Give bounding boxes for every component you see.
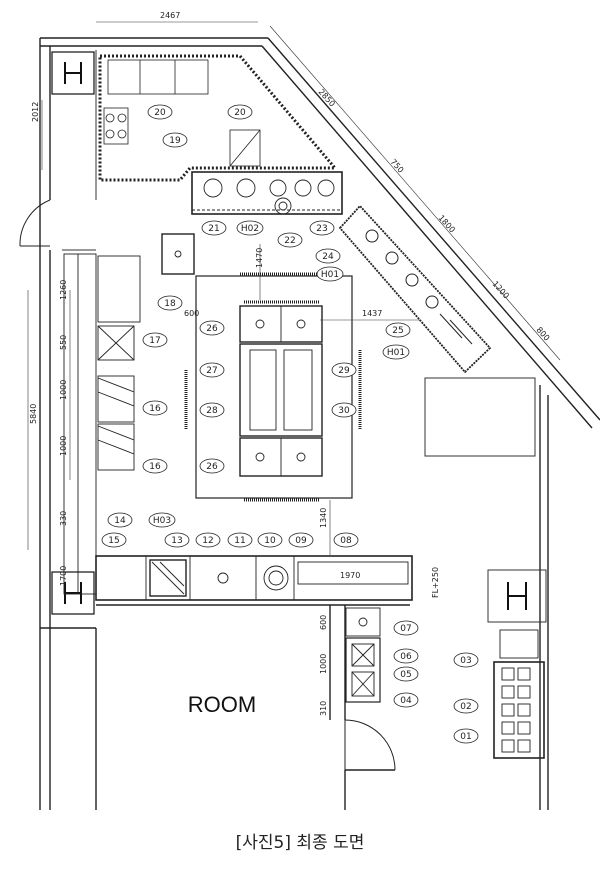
dim-left-c: 550: [59, 335, 68, 350]
label-15: 15: [108, 536, 119, 546]
callout-labels: 01 02 03 04 05 06 07 08 09 10 11 12 13 1…: [108, 108, 471, 742]
hood-area: [98, 54, 339, 182]
label-17: 17: [149, 336, 160, 346]
dim-counter: 1970: [340, 571, 360, 580]
label-28: 28: [206, 406, 218, 416]
diagonal-counter: [338, 204, 492, 374]
dim-diag-b: 1800: [437, 213, 457, 234]
label-13: 13: [171, 536, 182, 546]
label-22: 22: [284, 236, 295, 246]
dim-left-total: 5840: [29, 404, 38, 424]
dim-mid-a: 1470: [255, 248, 264, 268]
range-line: [191, 171, 343, 215]
label-04: 04: [400, 696, 412, 706]
label-27: 27: [206, 366, 217, 376]
label-03: 03: [460, 656, 471, 666]
left-equipment: [63, 233, 195, 595]
label-08: 08: [340, 536, 352, 546]
dim-left-g: 1700: [59, 566, 68, 586]
dim-left-f: 330: [59, 511, 68, 526]
label-26a: 26: [206, 324, 218, 334]
label-25: 25: [392, 326, 403, 336]
dim-left-d: 1000: [59, 380, 68, 400]
label-16b: 16: [149, 462, 161, 472]
label-16a: 16: [149, 404, 161, 414]
label-h02: H02: [241, 224, 259, 234]
label-23: 23: [316, 224, 327, 234]
dim-mid-c: 600: [184, 309, 199, 318]
label-h01a: H01: [321, 270, 339, 280]
label-24: 24: [322, 252, 334, 262]
callout-ellipses: [101, 104, 479, 744]
figure-caption: [사진5] 최종 도면: [235, 833, 365, 853]
dim-left-a: 2012: [31, 102, 40, 122]
dim-diag-a: 750: [389, 157, 406, 174]
dim-right-a: 600: [319, 615, 328, 630]
dim-top-width: 2467: [160, 11, 180, 20]
label-06: 06: [400, 652, 412, 662]
label-10: 10: [264, 536, 276, 546]
bottom-counter: [95, 555, 413, 601]
doors: [19, 199, 396, 771]
label-21: 21: [208, 224, 219, 234]
label-h03: H03: [153, 516, 171, 526]
label-29: 29: [338, 366, 350, 376]
dim-left-e: 1000: [59, 436, 68, 456]
dim-right-c: 310: [319, 701, 328, 716]
label-09: 09: [295, 536, 307, 546]
inner-walls: [62, 50, 547, 623]
label-19: 19: [169, 136, 181, 146]
label-h01b: H01: [387, 348, 405, 358]
dim-left-b: 1260: [59, 280, 68, 300]
label-01: 01: [460, 732, 471, 742]
label-18: 18: [164, 299, 176, 309]
walls: [39, 37, 600, 810]
label-02: 02: [460, 702, 471, 712]
dim-mid-b: 1437: [362, 309, 382, 318]
label-12: 12: [202, 536, 213, 546]
dim-right-b: 1000: [319, 654, 328, 674]
label-11: 11: [234, 536, 245, 546]
dim-fl: FL+250: [431, 567, 440, 598]
dim-diag-d: 800: [535, 325, 552, 342]
dimension-lines: [27, 21, 561, 555]
lower-equipment: [345, 607, 381, 703]
column-h-icon: [51, 51, 527, 615]
label-20a: 20: [154, 108, 166, 118]
label-14: 14: [114, 516, 126, 526]
label-26b: 26: [206, 462, 218, 472]
right-burner-block: [493, 629, 545, 759]
label-30: 30: [338, 406, 350, 416]
label-20b: 20: [234, 108, 246, 118]
dim-mid-d: 1340: [319, 508, 328, 528]
label-07: 07: [400, 624, 411, 634]
room-label: ROOM: [188, 692, 256, 717]
label-05: 05: [400, 670, 411, 680]
central-island: [184, 272, 362, 502]
